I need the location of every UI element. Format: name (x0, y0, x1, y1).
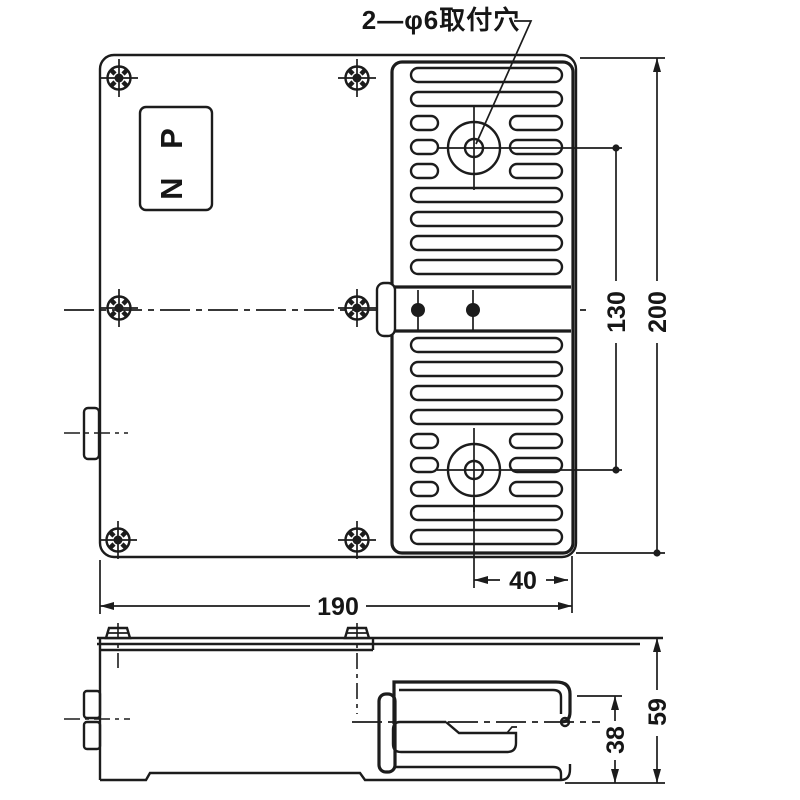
slot (409, 114, 440, 132)
body-screw (99, 521, 137, 559)
slot (508, 162, 564, 180)
hinge-screw (466, 303, 480, 317)
cover-screw (104, 623, 132, 668)
slot (409, 66, 564, 84)
cover-screw (343, 623, 371, 714)
callout-leader-line (475, 20, 533, 145)
dim-pedal-height: 38 (577, 695, 630, 783)
hinge-bracket-side (377, 692, 397, 774)
slot (409, 408, 564, 426)
slot (508, 138, 564, 156)
slot (409, 186, 564, 204)
body-outline (98, 53, 578, 559)
slot (409, 138, 440, 156)
hinge-screws (411, 290, 480, 330)
slot (508, 114, 564, 132)
slot (409, 456, 440, 474)
dim-hole-to-edge-text: 40 (509, 567, 537, 595)
slot (409, 528, 564, 546)
slot (409, 210, 564, 228)
dim-hole-spacing-text: 130 (603, 291, 631, 333)
dim-hole-spacing: 130 (603, 144, 631, 474)
dim-body-height-text: 200 (644, 291, 672, 333)
base-bottom (100, 764, 572, 782)
cable-connector-side (64, 689, 130, 751)
slot (409, 480, 440, 498)
dim-pedal-height-text: 38 (602, 726, 630, 754)
top-view: N P (64, 5, 672, 621)
hinge-screw (411, 303, 425, 317)
pedal-side-profile (392, 680, 572, 728)
callout: 2—φ6取付穴 (362, 5, 533, 145)
base-inner-shelf (388, 765, 563, 779)
slot (409, 258, 564, 276)
dim-body-width-text: 190 (317, 593, 359, 621)
hinge-tab (375, 281, 397, 338)
dim-body-height: 200 (576, 57, 672, 557)
dim-overall-height-text: 59 (644, 698, 672, 726)
name-plate-label: N P (154, 118, 189, 200)
body-screw (338, 289, 376, 327)
slot (409, 360, 564, 378)
callout-label: 2—φ6取付穴 (362, 5, 521, 35)
actuator-pad (391, 720, 518, 754)
slot (508, 456, 564, 474)
dim-overall-height: 59 (565, 638, 672, 784)
slot (508, 480, 564, 498)
body-screw (100, 289, 138, 327)
pedal-slots-lower (409, 336, 564, 546)
body-screw (338, 521, 376, 559)
pedal-mounting-hole-upper (437, 106, 622, 190)
slot (409, 336, 564, 354)
name-plate (138, 105, 214, 212)
pedal (375, 60, 622, 555)
body-screws (99, 59, 376, 559)
slot (409, 162, 440, 180)
body-screw (100, 59, 138, 97)
slot (409, 504, 564, 522)
dim-hole-to-edge: 40 (473, 498, 573, 613)
slot (508, 432, 564, 450)
body-screw (338, 59, 376, 97)
dim-body-width: 190 (99, 560, 572, 621)
pedal-slots-upper (409, 66, 564, 276)
side-view: 38 59 (64, 623, 672, 784)
slot (409, 234, 564, 252)
slot (409, 384, 564, 402)
slot (409, 90, 564, 108)
slot (409, 432, 440, 450)
